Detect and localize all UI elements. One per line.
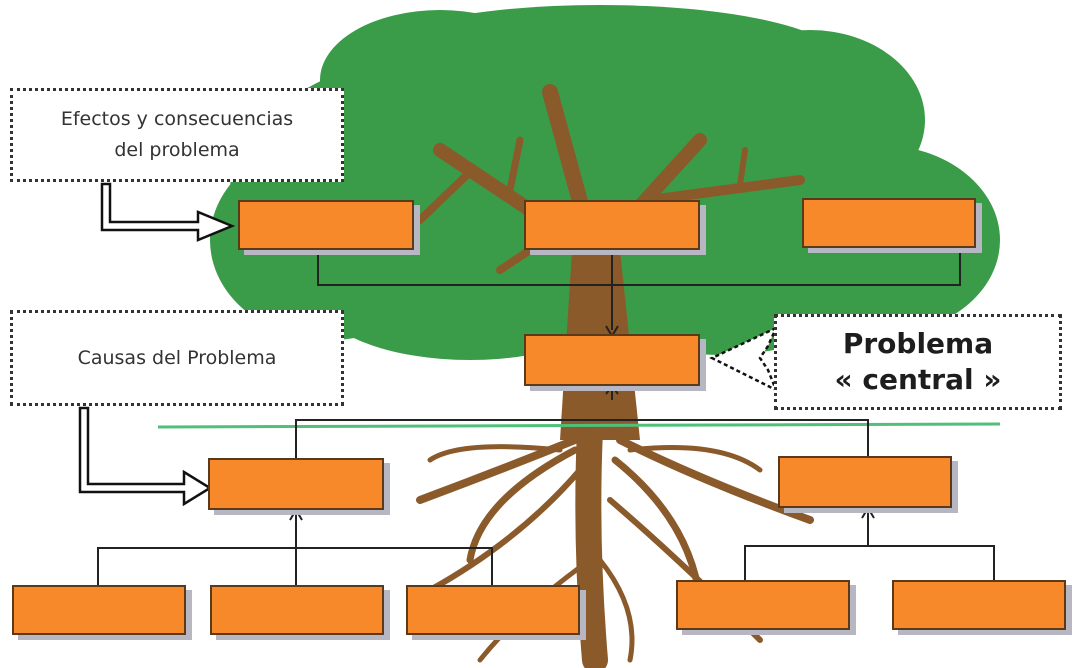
central-label-line2: « central »: [834, 363, 1002, 396]
effect-box: [238, 200, 414, 250]
cause-box: [778, 456, 952, 508]
cause-box: [208, 458, 384, 510]
sub-cause-box: [892, 580, 1066, 630]
causes-label: Causas del Problema: [77, 347, 277, 369]
connector-lines: [97, 250, 995, 585]
sub-cause-box: [406, 585, 580, 635]
sub-cause-box: [210, 585, 384, 635]
central-problem-box: [524, 334, 700, 386]
central-label-line1: Problema: [842, 327, 994, 360]
sub-cause-box: [676, 580, 850, 630]
effects-label-line1: Efectos y consecuencias: [60, 108, 294, 130]
effect-box: [802, 198, 976, 248]
sub-cause-box: [12, 585, 186, 635]
effects-label-line2: del problema: [114, 139, 240, 161]
central-problem-label-box: Problema « central »: [774, 314, 1062, 410]
causes-label-box: Causas del Problema: [10, 310, 344, 406]
effect-box: [524, 200, 700, 250]
label-arrows: [78, 182, 779, 507]
effects-label-box: Efectos y consecuencias del problema: [10, 88, 344, 182]
ground-line: [157, 422, 1001, 429]
